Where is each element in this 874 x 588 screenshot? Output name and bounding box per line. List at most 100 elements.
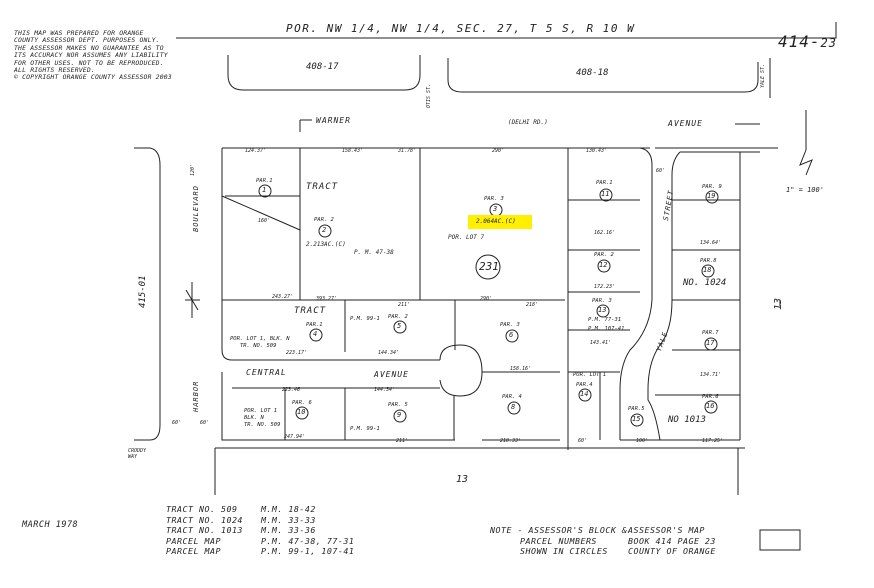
parcel-number: 13 (598, 306, 607, 314)
reference-name: TRACT NO. 1024 (166, 514, 243, 525)
dimension: 158.43' (342, 148, 364, 154)
references-table: TRACT NO. 509 M.M. 18-42 TRACT NO. 1024 M.… (166, 504, 372, 557)
parcel-number: 4 (313, 330, 318, 338)
parcel-lot: POR. LOT 7 (448, 234, 485, 241)
parcel-area: 2.213AC.(C) (306, 241, 346, 248)
footer-book-line: BOOK 414 PAGE 23 (628, 535, 716, 546)
adjacent-map-408-17: 408-17 (306, 62, 339, 72)
disclaimer-line: © COPYRIGHT ORANGE COUNTY ASSESSOR 2003 (14, 73, 172, 82)
highlight-par3-area (468, 215, 532, 229)
parcel-label: PAR.4 (576, 382, 593, 388)
dimension: 218' (526, 302, 539, 308)
north-arrow-icon (799, 110, 813, 176)
street-boulevard: BOULEVARD (192, 185, 200, 232)
parcel-number: 19 (707, 192, 716, 200)
disclaimer-line: THIS MAP WAS PREPARED FOR ORANGE (14, 29, 144, 37)
disclaimer: THIS MAP WAS PREPARED FOR ORANGE COUNTY … (14, 29, 184, 82)
adjacent-map-408-18: 408-18 (576, 68, 609, 78)
parcel-number: 11 (601, 190, 610, 198)
street-warner: WARNER (316, 116, 351, 125)
dimension: 160' (258, 218, 271, 224)
parcel-label: PAR.7 (702, 330, 719, 336)
map-408-17-boundary (227, 55, 421, 91)
parcel-number: 14 (580, 390, 589, 398)
parcel-area-highlighted: 2.064AC.(C) (476, 218, 516, 225)
parcel-label: PAR. 5 (388, 402, 408, 408)
parcel-label: PAR. 2 (314, 217, 334, 223)
dimension: 134.64' (700, 240, 722, 246)
street-avenue-top: AVENUE (668, 119, 703, 128)
lot-note-line: BLK. N (244, 415, 264, 421)
disclaimer-line: THE ASSESSOR MAKES NO GUARANTEE AS TO (14, 43, 164, 52)
dimension: 218.33' (500, 438, 522, 444)
parcel-label: PAR. 2 (594, 252, 614, 258)
reference-name: TRACT NO. 1013 (166, 525, 243, 536)
disclaimer-line: ALL RIGHTS RESERVED. (14, 66, 95, 75)
dimension: 144.34' (374, 387, 396, 393)
street-central: CENTRAL (246, 368, 287, 377)
yale-street-west (568, 147, 653, 440)
disclaimer-line: COUNTY ASSESSOR DEPT. PURPOSES ONLY. (14, 36, 160, 45)
map-date: MARCH 1978 (22, 520, 79, 530)
map-page: 23 (820, 36, 837, 50)
parcel-label: PAR.5 (628, 406, 645, 412)
reference-value: M.M. 33-33 (260, 514, 316, 525)
scale-label: 1" = 100' (786, 186, 824, 194)
parcel-number: 1 (262, 186, 267, 194)
parcel-number: 15 (632, 415, 641, 423)
dimension: 290' (480, 296, 493, 302)
tract-label-mid: TRACT (294, 306, 327, 316)
lot-note-line: POR. LOT 1 (244, 408, 278, 414)
yale-street-east (647, 151, 681, 441)
parcel-number: 10 (297, 408, 306, 416)
street-harbor: HARBOR (192, 380, 200, 412)
parcel-label: PAR. 9 (702, 184, 722, 190)
adjacent-map-415-01: 415-01 (138, 275, 148, 308)
parcel-number: 18 (703, 266, 712, 274)
street-delhi: (DELHI RD.) (508, 119, 548, 126)
reference-value: P.M. 47-38, 77-31 (260, 535, 355, 546)
lot-note-line: TR. NO. 509 (240, 343, 277, 349)
parcel-number: 5 (397, 322, 402, 330)
parcel-number: 3 (493, 205, 498, 213)
lot-note-line: POR. LOT 1, BLK. N (230, 336, 290, 342)
footer-note: NOTE - ASSESSOR'S BLOCK & PARCEL NUMBERS… (490, 525, 627, 557)
lot-note-line: TR. NO. 509 (244, 422, 281, 428)
blank-box (759, 529, 801, 551)
dimension: 393.27' (316, 296, 338, 302)
dimension: 243.27' (272, 294, 294, 300)
dimension: 211' (398, 302, 411, 308)
dimension: 60' (656, 168, 666, 174)
dimension: 124.37' (245, 148, 267, 154)
parcel-label: PAR.1 (596, 180, 613, 186)
tract-no-1013: NO 1013 (668, 415, 706, 425)
dimension: 172.23' (594, 284, 616, 290)
street-yale-st: YALE ST. (760, 63, 766, 88)
map-408-18-boundary (447, 58, 759, 93)
dimension: 290' (492, 148, 505, 154)
parcel-pm: P.M. 99-1 (350, 316, 380, 322)
parcel-number: 6 (509, 331, 514, 339)
disclaimer-line: FOR OTHER USES. NOT TO BE REPRODUCED. (14, 58, 164, 67)
street-avenue-mid: AVENUE (374, 370, 409, 379)
reference-value: M.M. 18-42 (260, 504, 316, 514)
street-croddy: CRODDY WAY (128, 448, 147, 460)
dimension: 134.71' (700, 372, 722, 378)
reference-name: TRACT NO. 509 (166, 504, 238, 514)
parcel-pm: P.M. 77-31 (588, 317, 622, 323)
central-cul-de-sac (439, 344, 483, 397)
dimension: 223.17' (286, 350, 308, 356)
parcel-number: 9 (397, 411, 402, 419)
parcel-label: PAR. 3 (500, 322, 520, 328)
reference-value: P.M. 99-1, 107-41 (260, 546, 355, 557)
parcel-label: PAR.8 (700, 258, 717, 264)
disclaimer-line: ITS ACCURACY NOR ASSUMES ANY LIABILITY (14, 51, 168, 60)
parcel-number: 16 (706, 402, 715, 410)
map-book: 414 (778, 32, 810, 51)
dimension: 211' (396, 438, 409, 444)
dimension: 100' (636, 438, 649, 444)
parcel-pm: P. M. 47-38 (354, 249, 394, 256)
